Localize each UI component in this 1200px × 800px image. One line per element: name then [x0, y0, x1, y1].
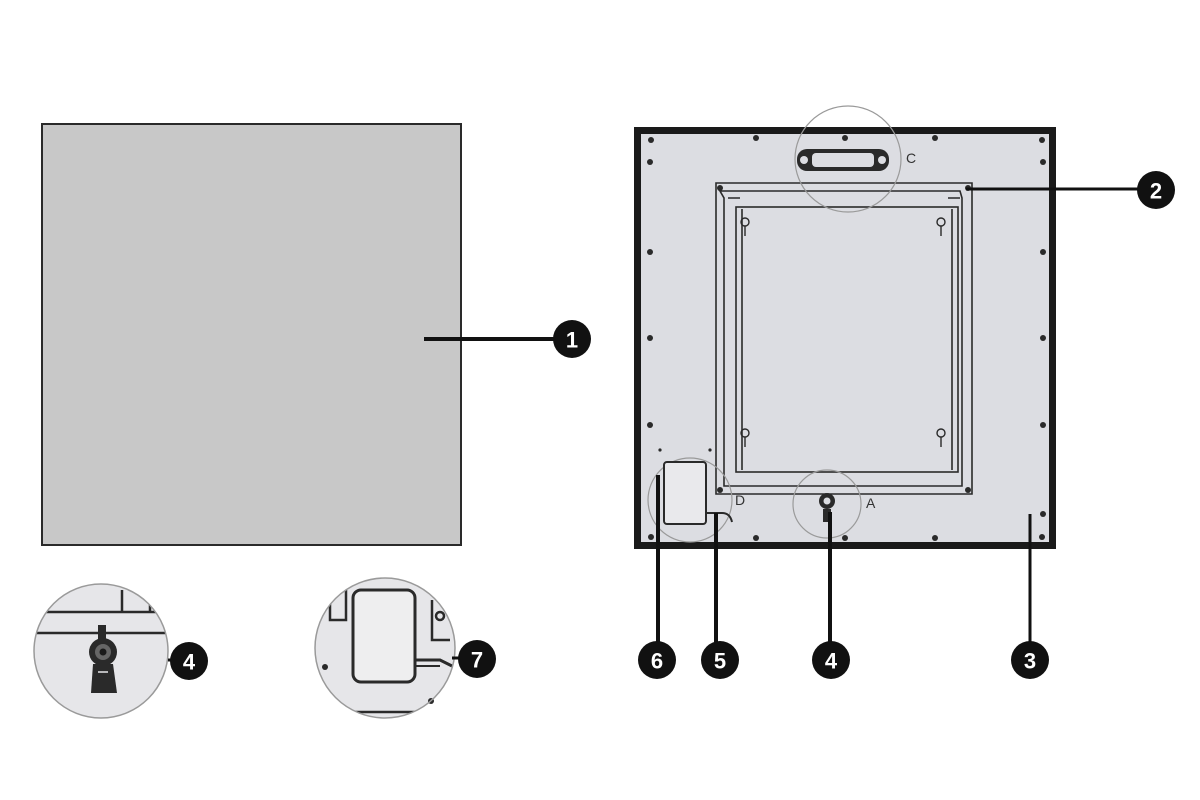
svg-text:3: 3: [1024, 649, 1036, 674]
svg-text:4: 4: [183, 650, 196, 675]
callout-1: 1: [553, 320, 591, 358]
back-view: C A D: [634, 105, 1056, 549]
cable-lock-zoom-icon: [89, 625, 117, 693]
svg-text:4: 4: [825, 649, 838, 674]
detail-circle-d: [647, 457, 733, 543]
perimeter-screws: [647, 135, 1046, 541]
callout-7: 7: [458, 640, 496, 678]
leader-lines: [168, 187, 1140, 662]
cable-lock-icon: [819, 493, 835, 522]
callout-3: 3: [1011, 641, 1049, 679]
back-panel-surface: [641, 134, 1049, 542]
callout-5: 5: [701, 641, 739, 679]
zoom-detail-power-supply: [314, 577, 456, 719]
svg-text:5: 5: [714, 649, 726, 674]
bracket-corner-holes: [717, 185, 971, 493]
detail-label-d: D: [735, 492, 745, 508]
svg-text:7: 7: [471, 648, 483, 673]
callout-2: 2: [1137, 171, 1175, 209]
svg-text:6: 6: [651, 649, 663, 674]
front-view: [41, 123, 462, 546]
svg-text:2: 2: [1150, 179, 1162, 204]
detail-circle-a: [792, 469, 862, 539]
detail-label-c: C: [906, 150, 916, 166]
detail-circle-c: [794, 105, 902, 213]
zoom-detail-cable-lock: [33, 583, 169, 719]
callout-4: 4: [812, 641, 850, 679]
detail-label-a: A: [866, 495, 876, 511]
handle-icon: [797, 149, 889, 171]
svg-text:1: 1: [566, 328, 578, 353]
keyhole-slots: [740, 217, 946, 447]
front-panel-surface: [41, 123, 462, 546]
callout-4-zoom: 4: [170, 642, 208, 680]
power-supply-zoom-icon: [351, 588, 453, 684]
mounting-bracket: [715, 182, 973, 495]
power-supply-icon: [663, 461, 733, 525]
callout-6: 6: [638, 641, 676, 679]
